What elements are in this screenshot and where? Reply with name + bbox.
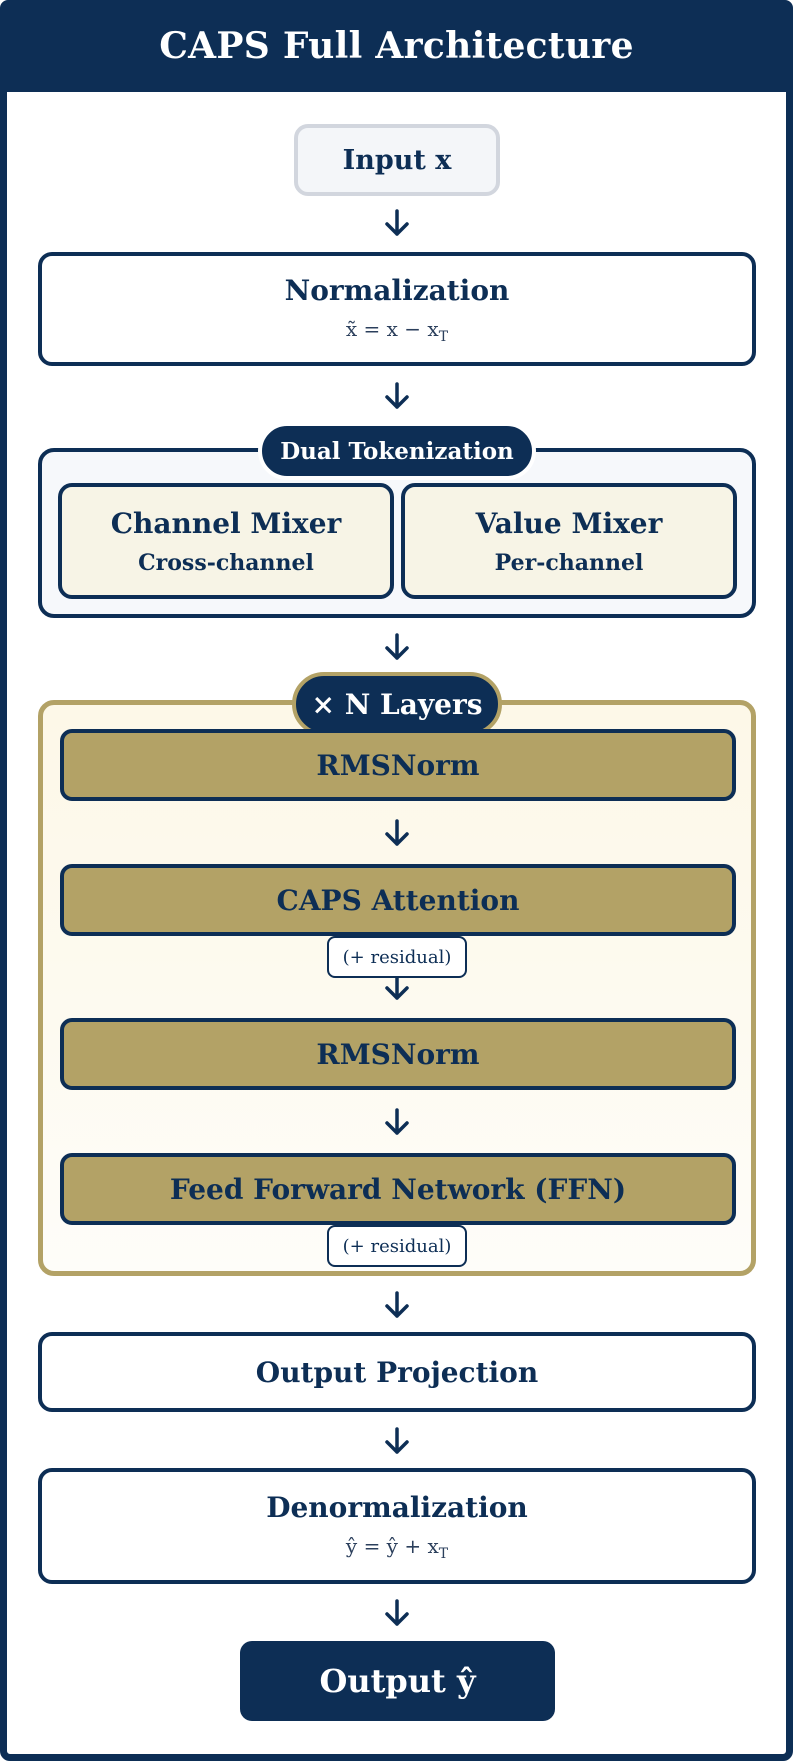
arrow-down-icon xyxy=(385,209,409,236)
output-projection-title: Output Projection xyxy=(255,1355,539,1389)
denormalization-title: Denormalization xyxy=(266,1490,528,1524)
caps-attention-node: CAPS Attention xyxy=(60,864,736,936)
arrow-down-icon xyxy=(385,1427,409,1454)
arrow-down-icon xyxy=(385,1108,409,1135)
diagram-title: CAPS Full Architecture xyxy=(0,0,793,92)
input-label: Input x xyxy=(342,144,452,176)
arrow-down-icon xyxy=(385,973,409,1000)
arrow-down-icon xyxy=(385,819,409,846)
arrow-down-icon xyxy=(385,633,409,660)
rmsnorm-1-label: RMSNorm xyxy=(316,748,480,782)
value-mixer-subtitle: Per-channel xyxy=(494,549,644,576)
normalization-formula: x̃ = x − xT xyxy=(345,316,449,345)
denormalization-node: Denormalization ŷ = ŷ + xT xyxy=(38,1468,756,1584)
caps-attention-label: CAPS Attention xyxy=(276,883,520,917)
residual-badge-2: (+ residual) xyxy=(327,1225,467,1267)
rmsnorm-node-2: RMSNorm xyxy=(60,1018,736,1090)
residual-badge-1: (+ residual) xyxy=(327,936,467,978)
input-node: Input x xyxy=(294,124,500,196)
arrow-down-icon xyxy=(385,1599,409,1626)
rmsnorm-node-1: RMSNorm xyxy=(60,729,736,801)
n-layers-label: × N Layers xyxy=(292,672,502,736)
channel-mixer-subtitle: Cross-channel xyxy=(138,549,314,576)
denormalization-formula: ŷ = ŷ + xT xyxy=(345,1533,449,1562)
channel-mixer-title: Channel Mixer xyxy=(110,506,342,540)
ffn-label: Feed Forward Network (FFN) xyxy=(169,1172,627,1206)
value-mixer-node: Value Mixer Per-channel xyxy=(401,483,737,599)
output-node: Output ŷ xyxy=(240,1641,555,1721)
normalization-node: Normalization x̃ = x − xT xyxy=(38,252,756,366)
arrow-down-icon xyxy=(385,382,409,409)
output-projection-node: Output Projection xyxy=(38,1332,756,1412)
channel-mixer-node: Channel Mixer Cross-channel xyxy=(58,483,394,599)
arrow-down-icon xyxy=(385,1291,409,1318)
rmsnorm-2-label: RMSNorm xyxy=(316,1037,480,1071)
ffn-node: Feed Forward Network (FFN) xyxy=(60,1153,736,1225)
dual-tokenization-label: Dual Tokenization xyxy=(258,422,536,480)
normalization-title: Normalization xyxy=(284,273,510,307)
value-mixer-title: Value Mixer xyxy=(475,506,663,540)
